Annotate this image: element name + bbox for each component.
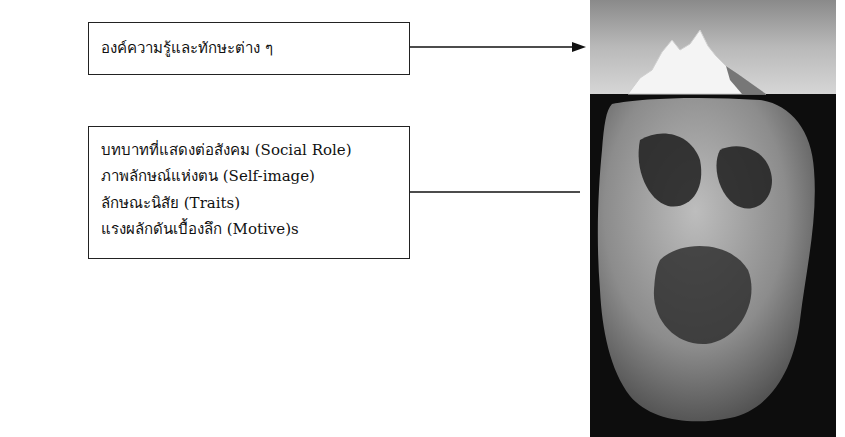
leader-arrow (410, 46, 574, 48)
sky (590, 0, 836, 94)
arrowhead (572, 42, 586, 52)
water (590, 94, 836, 437)
ice-cavity (639, 134, 702, 207)
box-text: บทบาทที่แสดงต่อสังคม (Social Role) (101, 137, 397, 163)
ice-cavity (654, 246, 752, 344)
box-text: ภาพลักษณ์แห่งตน (Self-image) (101, 163, 397, 189)
ice-cavity (716, 146, 772, 208)
iceberg-tip (628, 30, 766, 94)
box-text: แรงผลักดันเบื้องลึก (Motive)s (101, 216, 397, 242)
tip-shadow (726, 66, 766, 94)
box-text: ลักษณะนิสัย (Traits) (101, 190, 397, 216)
leader-line (410, 191, 580, 193)
hidden-traits-box: บทบาทที่แสดงต่อสังคม (Social Role)ภาพลัก… (88, 126, 410, 259)
box-text: องค์ความรู้และทักษะต่าง ๆ (101, 35, 397, 61)
knowledge-box: องค์ความรู้และทักษะต่าง ๆ (88, 22, 410, 75)
iceberg-underwater (598, 98, 815, 421)
